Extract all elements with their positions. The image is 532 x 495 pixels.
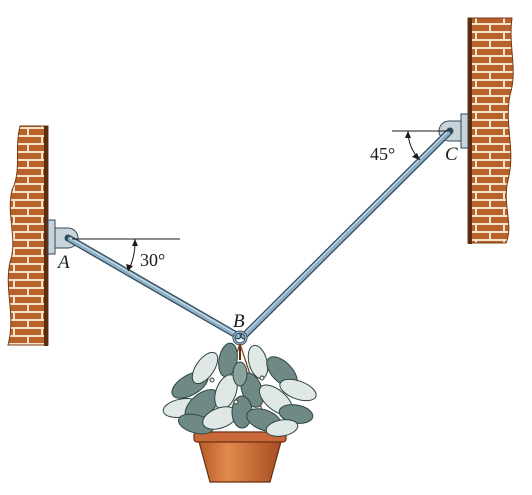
- foliage: [162, 342, 317, 437]
- rod-bc: [240, 129, 452, 340]
- angle-marker-a: [72, 238, 180, 272]
- right-brick-wall: [467, 17, 514, 244]
- hanging-plant: [162, 342, 317, 483]
- label-b: B: [233, 311, 245, 332]
- angle-marker-c: [392, 130, 450, 161]
- rod-ab: [66, 235, 242, 340]
- label-c: C: [445, 144, 458, 165]
- flower-pot: [193, 431, 287, 483]
- angle-label-a: 30°: [140, 250, 165, 270]
- angle-label-c: 45°: [370, 144, 395, 164]
- left-brick-wall: [7, 125, 49, 346]
- label-a: A: [56, 252, 70, 273]
